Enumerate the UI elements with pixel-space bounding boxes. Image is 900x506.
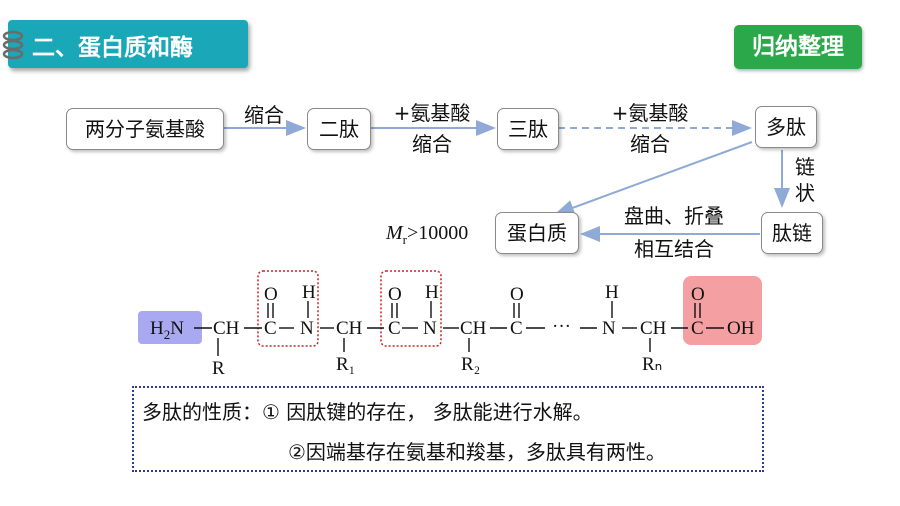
mr-subscript: r xyxy=(402,232,408,247)
properties-heading: 多肽的性质： xyxy=(142,400,262,424)
carbonyl-carbon-2: C xyxy=(388,318,401,339)
box-peptide-chain: 肽链 xyxy=(761,212,823,254)
label-condense-1: 缩合 xyxy=(244,103,284,127)
amide-hydrogen-n: H xyxy=(605,282,619,303)
section-title: 二、蛋白质和酶 xyxy=(32,35,193,61)
label-add-amino-acid-1: +氨基酸 xyxy=(393,101,471,125)
peptide-bond-box-1 xyxy=(257,270,319,347)
label-chain-2: 状 xyxy=(795,181,815,205)
r-group-0: R xyxy=(212,358,225,379)
carbonyl-oxygen-1: O xyxy=(264,284,278,305)
properties-point-1: ① 因肽键的存在， 多肽能进行水解。 xyxy=(262,400,593,424)
peptide-bond-box-2 xyxy=(380,270,442,347)
amide-hydrogen-2: H xyxy=(425,282,439,303)
alpha-carbon-2: CH xyxy=(336,318,363,339)
properties-point-2: ②因端基存在氨基和羧基，多肽具有两性。 xyxy=(288,440,666,464)
r-group-1: R₁ xyxy=(336,354,355,375)
box-two-amino-acids: 两分子氨基酸 xyxy=(66,108,224,150)
carboxyl-carbon: C xyxy=(691,318,704,339)
r-group-n: Rₙ xyxy=(642,354,662,375)
arrow-polypeptide-to-protein xyxy=(554,141,753,216)
carboxyl-group-highlight xyxy=(683,276,762,345)
label-chain-1: 链 xyxy=(795,155,815,179)
label-combine: 相互结合 xyxy=(634,237,714,261)
amide-hydrogen-1: H xyxy=(302,282,316,303)
carbonyl-oxygen-2: O xyxy=(388,284,402,305)
box-tripeptide: 三肽 xyxy=(497,108,559,150)
alpha-carbon-1: CH xyxy=(213,318,240,339)
binder-rings-icon xyxy=(2,30,24,60)
alpha-carbon-n: CH xyxy=(640,318,667,339)
properties-panel: 多肽的性质：① 因肽键的存在， 多肽能进行水解。 ②因端基存在氨基和羧基，多肽具… xyxy=(132,386,764,472)
mr-symbol: M xyxy=(386,222,403,244)
relative-molecular-mass: Mr>10000 xyxy=(386,222,468,248)
chain-ellipsis: ··· xyxy=(552,316,571,337)
carbonyl-carbon-1: C xyxy=(264,318,277,339)
summary-badge: 归纳整理 xyxy=(734,25,862,69)
properties-point-1-line: 多肽的性质：① 因肽键的存在， 多肽能进行水解。 xyxy=(142,396,593,425)
label-condense-2: 缩合 xyxy=(412,132,452,156)
carboxyl-oxygen: O xyxy=(691,284,705,305)
carbonyl-carbon-3: C xyxy=(510,318,523,339)
box-dipeptide: 二肽 xyxy=(307,108,371,150)
label-condense-3: 缩合 xyxy=(630,132,670,156)
label-add-amino-acid-2: +氨基酸 xyxy=(611,101,689,125)
amide-nitrogen-2: N xyxy=(423,318,437,339)
bond-lines xyxy=(194,301,724,356)
amide-nitrogen-n: N xyxy=(602,318,616,339)
label-fold: 盘曲、折叠 xyxy=(624,204,724,228)
alpha-carbon-3: CH xyxy=(460,318,487,339)
box-protein: 蛋白质 xyxy=(495,212,579,254)
mr-value: >10000 xyxy=(407,222,469,244)
r-group-2: R₂ xyxy=(461,354,480,375)
carboxyl-hydroxyl: OH xyxy=(727,318,755,339)
amino-group-highlight xyxy=(138,311,202,344)
carbonyl-oxygen-3: O xyxy=(510,284,524,305)
box-polypeptide: 多肽 xyxy=(755,106,817,148)
section-title-banner: 二、蛋白质和酶 xyxy=(2,20,248,68)
amide-nitrogen-1: N xyxy=(300,318,314,339)
